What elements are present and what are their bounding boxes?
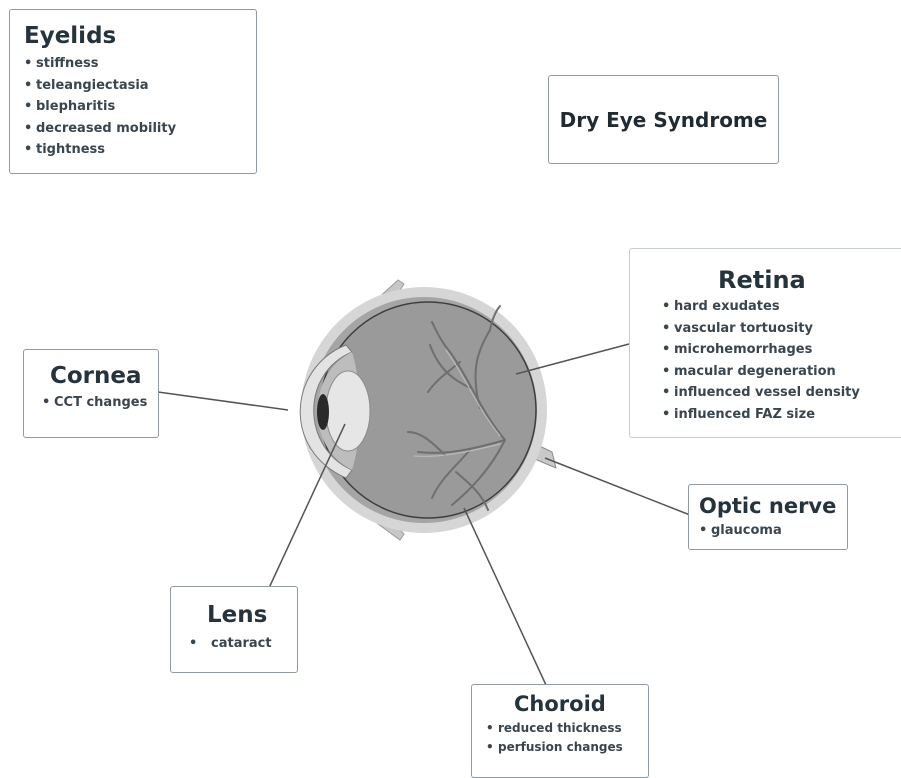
- optic-nerve-box: Optic nerve glaucoma: [688, 484, 848, 550]
- lens-list: cataract: [189, 633, 297, 655]
- list-item: microhemorrhages: [662, 339, 901, 361]
- list-item: influenced FAZ size: [662, 404, 901, 426]
- eyelids-list: stiffness teleangiectasia blepharitis de…: [24, 53, 256, 161]
- cornea-box: Cornea CCT changes: [23, 349, 159, 438]
- list-item: decreased mobility: [24, 118, 256, 140]
- eyelids-heading: Eyelids: [24, 22, 256, 50]
- list-item: teleangiectasia: [24, 75, 256, 97]
- list-item: perfusion changes: [486, 738, 648, 757]
- list-item: stiffness: [24, 53, 256, 75]
- list-item: CCT changes: [42, 392, 158, 414]
- lens-box: Lens cataract: [170, 586, 298, 673]
- cornea-heading: Cornea: [42, 362, 158, 390]
- optic-nerve-heading: Optic nerve: [699, 493, 847, 519]
- title-box: Dry Eye Syndrome: [548, 75, 779, 164]
- lens-connector: [269, 424, 345, 588]
- iris: [317, 394, 329, 430]
- list-item: macular degeneration: [662, 361, 901, 383]
- list-item: glaucoma: [699, 520, 847, 542]
- lens-shape: [326, 371, 370, 451]
- lens-heading: Lens: [189, 601, 297, 629]
- list-item: cataract: [189, 633, 297, 655]
- list-item: blepharitis: [24, 96, 256, 118]
- diagram-title: Dry Eye Syndrome: [560, 108, 768, 132]
- list-item: hard exudates: [662, 296, 901, 318]
- retina-box: Retina hard exudates vascular tortuosity…: [629, 248, 901, 438]
- retina-heading: Retina: [662, 265, 901, 295]
- cornea-list: CCT changes: [42, 392, 158, 414]
- retina-list: hard exudates vascular tortuosity microh…: [662, 296, 901, 425]
- list-item: vascular tortuosity: [662, 318, 901, 340]
- list-item: influenced vessel density: [662, 382, 901, 404]
- choroid-heading: Choroid: [486, 691, 648, 717]
- choroid-connector: [464, 508, 546, 685]
- optic-nerve-connector: [545, 458, 690, 515]
- cornea-connector: [158, 392, 288, 410]
- choroid-list: reduced thickness perfusion changes: [486, 719, 648, 757]
- eyelids-box: Eyelids stiffness teleangiectasia blepha…: [9, 9, 257, 174]
- choroid-box: Choroid reduced thickness perfusion chan…: [471, 684, 649, 778]
- list-item: tightness: [24, 139, 256, 161]
- optic-nerve-list: glaucoma: [699, 520, 847, 542]
- list-item: reduced thickness: [486, 719, 648, 738]
